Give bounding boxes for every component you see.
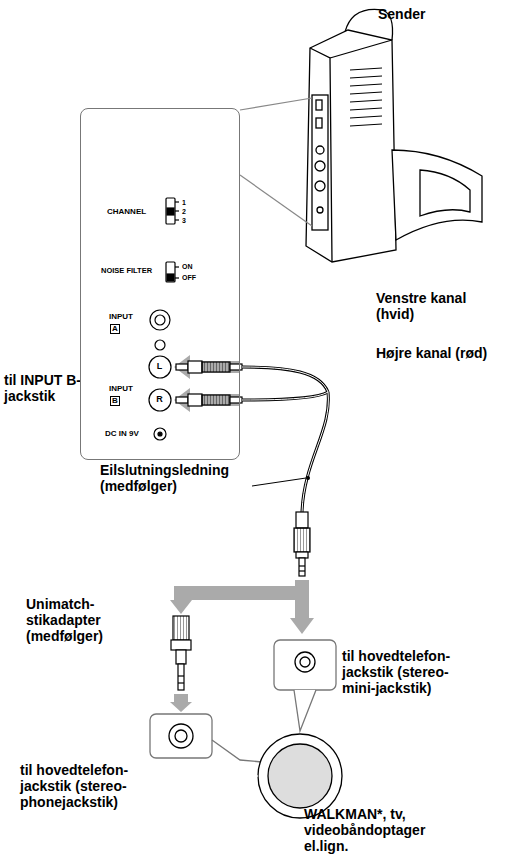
input-letter: B (110, 396, 120, 406)
control-panel: CHANNEL 1 2 3NOISE FILTER ON OFF INPUT A INPUT B L… (80, 108, 240, 460)
switch-label: NOISE FILTER (101, 267, 152, 275)
jack-callouts (150, 640, 342, 818)
channel-letter: R (156, 395, 163, 404)
device-name: Sender (378, 6, 488, 22)
cable-name: Eilslutningsledning (medfølger) (100, 462, 252, 494)
adapter-name: Unimatch- stikadapter (medfølger) (26, 596, 126, 644)
switch-position: 3 (182, 217, 186, 224)
rca-plugs (174, 355, 328, 512)
unimatch-adapter (171, 616, 191, 690)
switch-position: 2 (182, 208, 186, 215)
channel-label: Venstre kanal (hvid) (376, 290, 496, 322)
jack-label: INPUT (109, 385, 133, 393)
switch-position: ON (182, 263, 193, 270)
panel-parts (149, 198, 179, 440)
mini-plug (294, 512, 310, 576)
jack-note: til hovedtelefon- jackstik (stereo- mini… (342, 648, 482, 696)
switch-label: CHANNEL (107, 208, 146, 216)
switch-position: 1 (182, 199, 186, 206)
channel-letter: L (157, 362, 163, 371)
split-arrow (170, 580, 314, 634)
switch-position: OFF (182, 274, 196, 281)
channel-label: Højre kanal (rød) (376, 345, 496, 361)
input-letter: A (110, 324, 120, 334)
jack-label: DC IN 9V (105, 430, 139, 438)
device-list: WALKMAN*, tv, videobåndoptager el.lign. (304, 806, 454, 854)
transmitter (306, 9, 482, 262)
jack-label: INPUT (109, 313, 133, 321)
jack-note: til hovedtelefon- jackstik (stereo- phon… (20, 762, 148, 810)
connection-note: til INPUT B-jackstik (4, 372, 82, 404)
